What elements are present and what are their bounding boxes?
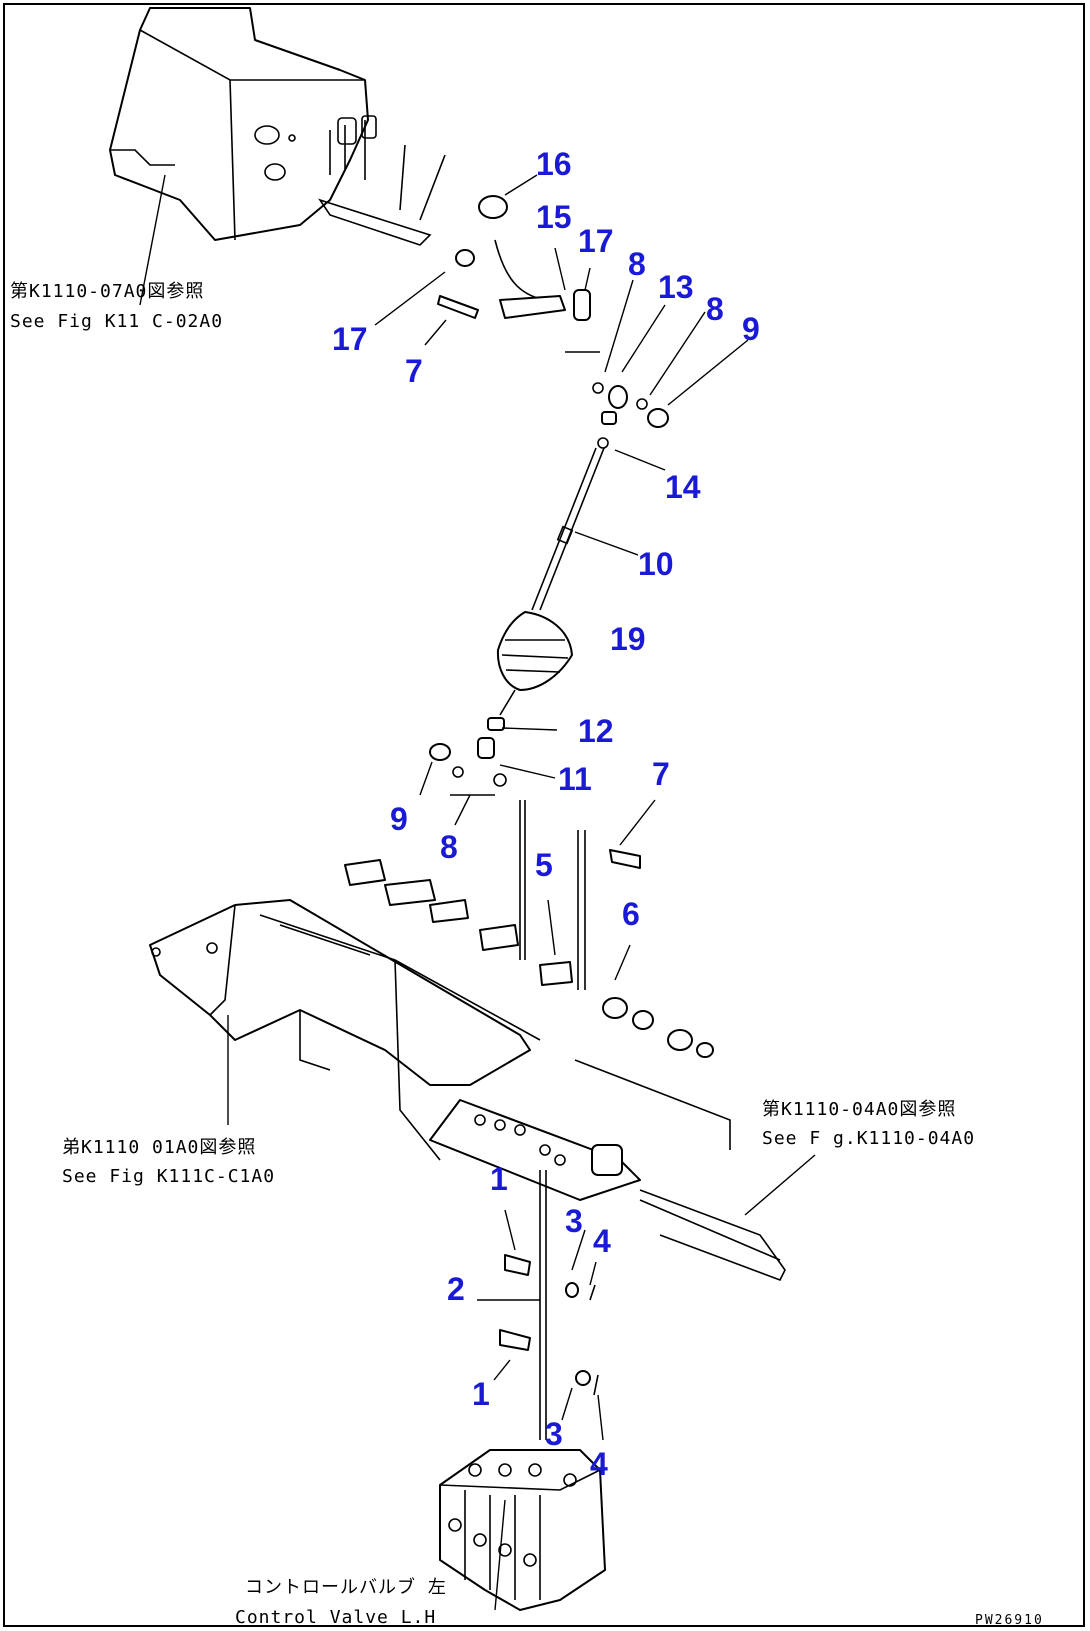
callout-8: 8: [706, 291, 724, 327]
lever-bracket: [437, 195, 669, 449]
callout-3: 3: [565, 1203, 583, 1239]
upper-console-housing: [109, 7, 446, 246]
ref-right-en: See F g.K1110-04A0: [762, 1128, 975, 1149]
callout-4: 4: [593, 1223, 611, 1259]
callout-19: 19: [610, 621, 646, 657]
control-rod: [477, 447, 605, 759]
callout-10: 10: [638, 546, 674, 582]
lever-stand: [149, 899, 786, 1282]
middle-fasteners: [344, 743, 714, 1058]
figure-code: PW26910: [975, 1613, 1044, 1628]
leader-lines: [139, 174, 816, 1611]
callout-15: 15: [536, 199, 572, 235]
callout-8: 8: [440, 829, 458, 865]
ref-valve-jp: コントロールバルブ 左: [245, 1576, 447, 1598]
control-valve: [439, 1449, 606, 1611]
callout-12: 12: [578, 713, 614, 749]
callout-17: 17: [578, 223, 614, 259]
ref-right-jp: 第K1110-04A0図参照: [762, 1099, 956, 1120]
callout-9: 9: [742, 311, 760, 347]
callout-7: 7: [652, 756, 670, 792]
callout-5: 5: [535, 847, 553, 883]
lower-linkage: [499, 1170, 599, 1440]
drawing-frame: [3, 3, 1085, 1627]
callouts: 16 15 17 8 13 8 9 17 7 14 10 19 12 11 7 …: [332, 146, 760, 1482]
callout-11: 11: [558, 761, 592, 797]
callout-16: 16: [536, 146, 572, 182]
ref-valve-en: Control Valve L.H: [235, 1607, 436, 1628]
ref-top-en: See Fig K11 C-02A0: [10, 311, 223, 332]
callout-14: 14: [665, 469, 701, 505]
callout-7: 7: [405, 353, 423, 389]
ref-mid-jp: 弟K1110 01A0図参照: [62, 1137, 256, 1158]
callout-6: 6: [622, 896, 640, 932]
callout-8: 8: [628, 246, 646, 282]
ref-mid-en: See Fig K111C-C1A0: [62, 1166, 275, 1187]
callout-3: 3: [545, 1416, 563, 1452]
callout-17: 17: [332, 321, 368, 357]
callout-2: 2: [447, 1271, 465, 1307]
callout-13: 13: [658, 269, 694, 305]
callout-4: 4: [590, 1446, 608, 1482]
callout-1: 1: [490, 1161, 508, 1197]
callout-9: 9: [390, 801, 408, 837]
ref-top-jp: 第K1110-07A0図参照: [10, 281, 204, 302]
callout-1: 1: [472, 1376, 490, 1412]
reference-notes: 第K1110-07A0図参照 See Fig K11 C-02A0 弟K1110…: [10, 281, 1044, 1628]
